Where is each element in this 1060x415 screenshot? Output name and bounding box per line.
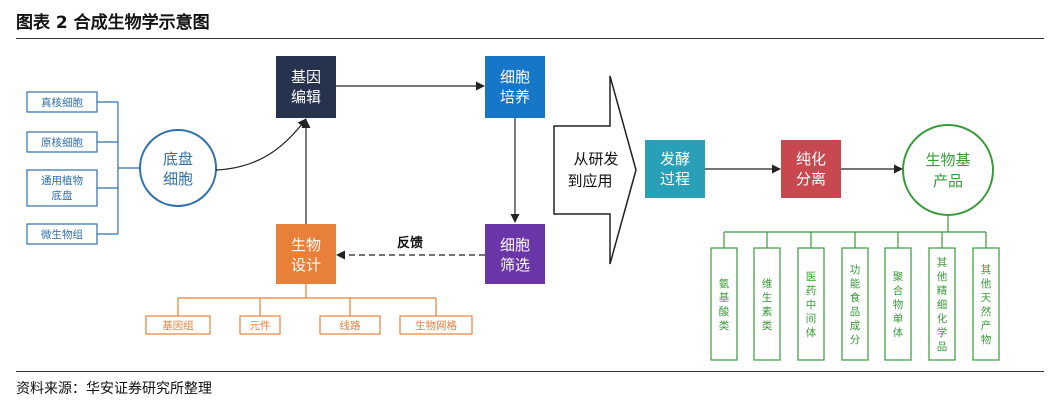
chassis-label: 细胞 (163, 170, 193, 188)
bio-product-label: 产品 (933, 172, 963, 190)
product-boxes: 氨基酸类 维生素类 医药中间体 功能食品成分 聚合物单体 其他精细化学品 其他天然产物 (710, 247, 1000, 361)
cell-type-label: 微生物组 (41, 228, 83, 241)
product-category-box (797, 247, 825, 361)
cell-type-label: 底盘 (52, 189, 73, 202)
product-categories: 氨基酸类 维生素类 医药中间体 功能食品成分 聚合物单体 其他精细化学品 其他天然产物 (710, 215, 1000, 361)
component-box-genome (145, 315, 211, 335)
design-components: 基因组 元件 线路 生物网格 (145, 284, 473, 335)
top-rule (16, 38, 1044, 39)
screen-label: 细胞 (500, 236, 530, 254)
product-category-label: 其他精细化学品 (937, 257, 948, 353)
purification-label: 分离 (796, 170, 826, 188)
fermentation-label: 过程 (660, 170, 690, 188)
cell-type-label: 真核细胞 (41, 96, 83, 109)
component-label: 生物网格 (415, 319, 457, 332)
design-tree-lines (177, 284, 437, 316)
gene-edit-label: 编辑 (291, 88, 321, 106)
component-box-circuit (319, 315, 381, 335)
purification-label: 纯化 (796, 150, 826, 168)
left-bracket (97, 101, 140, 235)
product-category-label: 聚合物单体 (893, 271, 904, 339)
product-category-label: 医药中间体 (806, 271, 817, 339)
left-cell-types: 真核细胞 原核细胞 通用植物 底盘 微生物组 (26, 91, 140, 245)
design-box (276, 224, 336, 284)
bio-product-circle (902, 124, 994, 216)
cell-type-label: 通用植物 (41, 174, 83, 187)
product-category-label: 其他天然产物 (981, 264, 992, 346)
component-label: 元件 (250, 320, 271, 332)
product-category-box (884, 247, 912, 361)
feedback-label: 反馈 (397, 235, 423, 251)
source-note: 资料来源：华安证券研究所整理 (16, 381, 212, 397)
culture-label: 细胞 (500, 68, 530, 86)
chassis-to-edit-arrow (215, 118, 307, 171)
gene-edit-label: 基因 (291, 68, 321, 86)
product-category-box (972, 247, 1000, 361)
chassis-cell-circle (139, 129, 217, 207)
gene-edit-box (276, 56, 336, 118)
fermentation-label: 发酵 (660, 150, 690, 168)
rd-to-application-label: 从研发 (573, 150, 618, 168)
component-box-element (239, 315, 281, 335)
bottom-rule (16, 371, 1044, 372)
design-label: 生物 (291, 236, 321, 254)
screen-label: 筛选 (500, 256, 530, 274)
cell-type-label: 原核细胞 (41, 136, 83, 149)
culture-box (485, 56, 545, 118)
component-label: 线路 (340, 319, 361, 332)
product-category-label: 氨基酸类 (719, 277, 730, 332)
rd-to-application-label: 到应用 (567, 172, 612, 190)
chassis-label: 底盘 (163, 150, 193, 168)
product-category-label: 维生素类 (762, 277, 773, 332)
product-category-box (928, 247, 956, 361)
rd-to-application-arrow (553, 75, 637, 265)
figure-title: 图表 2 合成生物学示意图 (16, 13, 210, 33)
fermentation-box (645, 140, 705, 198)
design-label: 设计 (291, 256, 321, 274)
component-label: 基因组 (162, 319, 194, 332)
purification-box (781, 140, 841, 198)
screen-box (485, 224, 545, 284)
product-category-label: 功能食品成分 (850, 264, 861, 346)
product-tree-lines (723, 215, 987, 248)
bio-product-label: 生物基 (925, 151, 970, 169)
product-category-box (841, 247, 869, 361)
culture-label: 培养 (500, 88, 530, 106)
product-category-box (753, 247, 781, 361)
product-category-box (710, 247, 738, 361)
component-box-network (399, 315, 473, 335)
